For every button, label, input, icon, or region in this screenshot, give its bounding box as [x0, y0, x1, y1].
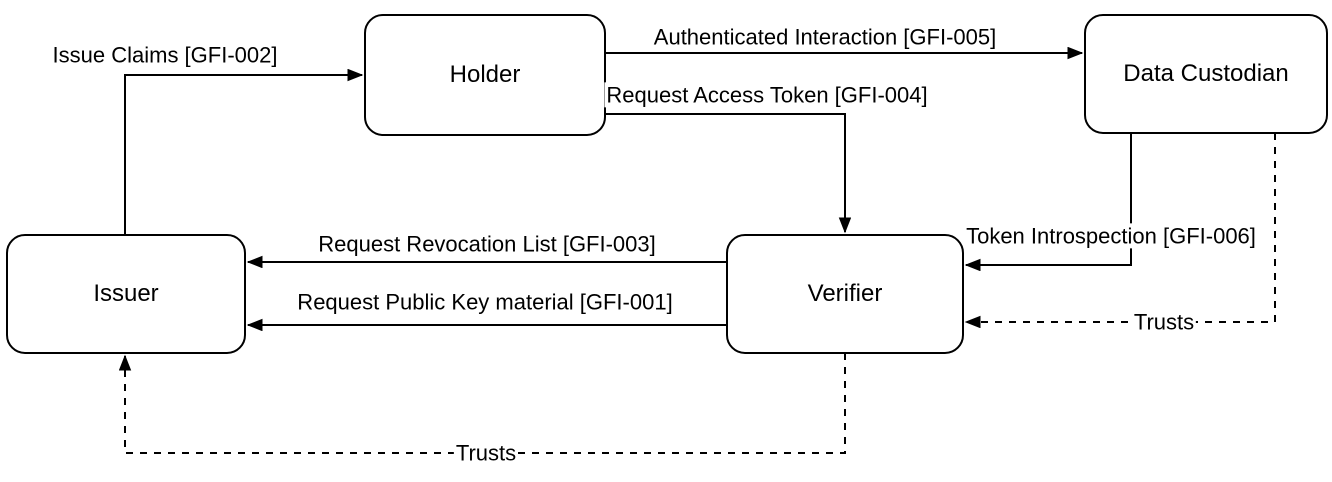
edge-token-introspection-gfi-006 — [966, 133, 1132, 265]
edge-trusts-datacustodian-verifier — [966, 133, 1276, 322]
node-data-custodian — [1084, 14, 1328, 134]
node-holder — [364, 14, 606, 136]
edge-request-access-token-gfi-004 — [606, 113, 845, 232]
node-label-verifier: Verifier — [807, 280, 883, 308]
edge-label-request-revocation-list-gfi-003: Request Revocation List [GFI-003] — [316, 231, 658, 257]
edge-label-issue-claims-gfi-002: Issue Claims [GFI-002] — [50, 42, 280, 68]
edge-label-token-introspection-gfi-006: Token Introspection [GFI-006] — [964, 223, 1258, 249]
edge-label-request-public-key-material-gfi-001: Request Public Key material [GFI-001] — [295, 289, 675, 315]
node-label-holder: Holder — [449, 61, 521, 89]
edge-label-authenticated-interaction-gfi-005: Authenticated Interaction [GFI-005] — [651, 24, 999, 50]
edge-issue-claims-gfi-002 — [124, 75, 362, 235]
edge-label-trusts-datacustodian-verifier: Trusts — [1131, 309, 1197, 335]
edge-label-trusts-verifier-issuer: Trusts — [453, 440, 519, 466]
edge-label-request-access-token-gfi-004: Request Access Token [GFI-004] — [604, 82, 930, 108]
node-label-data-custodian: Data Custodian — [1123, 60, 1289, 88]
node-label-issuer: Issuer — [93, 280, 159, 308]
node-verifier — [726, 234, 964, 354]
node-issuer — [6, 234, 246, 354]
edge-trusts-verifier-issuer — [125, 353, 846, 454]
